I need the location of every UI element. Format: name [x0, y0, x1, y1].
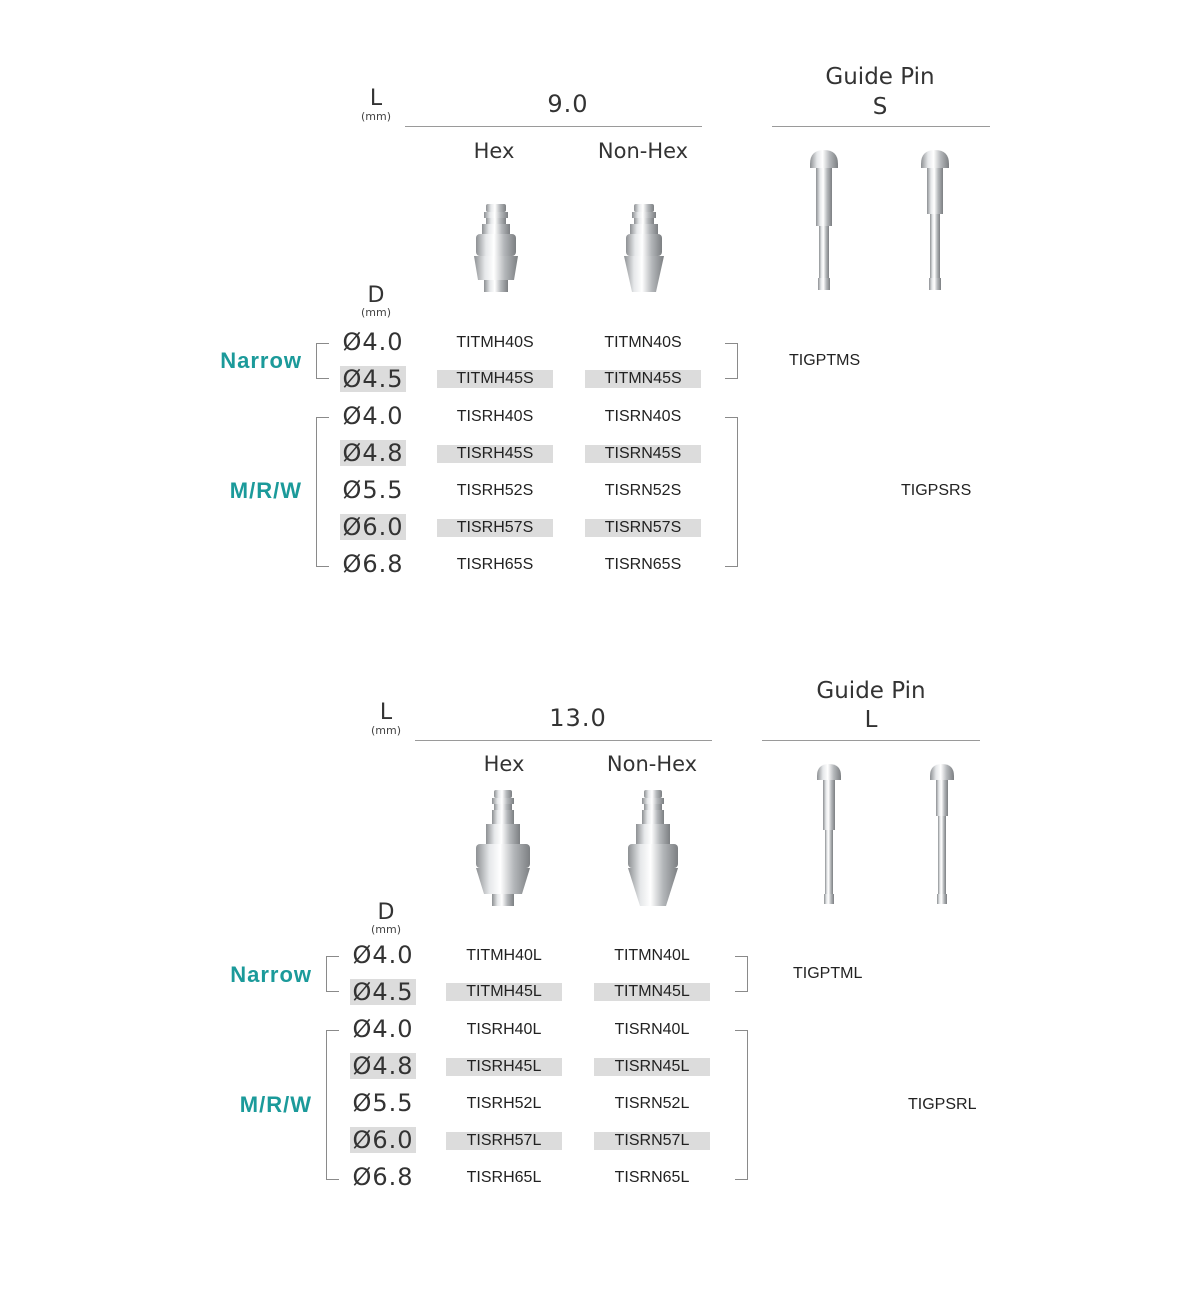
category-narrow: Narrow	[230, 962, 312, 987]
diameter-cell: Ø4.8	[340, 440, 406, 466]
nonhex-abutment-image	[624, 204, 664, 292]
mrw-bracket-left	[316, 417, 329, 567]
hex-code-cell: TISRH52L	[466, 1095, 542, 1112]
guide-pin-title: Guide Pin	[825, 64, 935, 90]
hex-code-cell: TISRH45L	[446, 1058, 562, 1076]
hex-code-cell: TISRH65S	[456, 556, 534, 573]
guide-pin-size: S	[872, 94, 888, 120]
hex-abutment-image	[474, 204, 518, 292]
nonhex-code-cell: TISRN45L	[594, 1058, 710, 1076]
nonhex-code-cell: TITMN40L	[614, 947, 690, 964]
guide-pin-code-narrow: TIGPTMS	[789, 352, 861, 369]
mrw-bracket-right	[735, 1030, 748, 1180]
diameter-label: D	[367, 283, 385, 308]
hex-abutment-image	[476, 790, 530, 906]
nonhex-code-cell: TISRN40S	[604, 408, 682, 425]
diameter-cell: Ø4.5	[350, 979, 416, 1005]
hex-code-cell: TISRH57S	[437, 519, 553, 537]
diameter-label: D	[377, 900, 395, 925]
length-rule	[405, 126, 702, 127]
guide-pin-code-narrow: TIGPTML	[793, 965, 863, 982]
guide-pin-rule	[772, 126, 990, 127]
diameter-cell: Ø4.5	[340, 366, 406, 392]
diameter-cell: Ø4.8	[350, 1053, 416, 1079]
hex-code-cell: TISRH52S	[456, 482, 534, 499]
narrow-bracket-left	[326, 956, 339, 992]
length-value: 13.0	[549, 704, 607, 732]
hex-code-cell: TISRH57L	[446, 1132, 562, 1150]
guide-pin-size: L	[864, 707, 878, 733]
diameter-unit: (mm)	[370, 923, 401, 936]
nonhex-code-cell: TISRN57L	[594, 1132, 710, 1150]
diameter-unit: (mm)	[360, 306, 391, 319]
hex-code-cell: TISRH65L	[466, 1169, 542, 1186]
nonhex-code-cell: TISRN57S	[585, 519, 701, 537]
length-unit: (mm)	[360, 110, 391, 123]
narrow-bracket-left	[316, 343, 329, 379]
nonhex-code-cell: TITMN40S	[604, 334, 682, 351]
diameter-cell: Ø4.0	[342, 402, 404, 430]
length-label: L	[379, 700, 393, 725]
nonhex-code-cell: TISRN65S	[604, 556, 682, 573]
hex-code-cell: TITMH45S	[437, 370, 553, 388]
narrow-bracket-right	[735, 956, 748, 992]
guide-pin-code-mrw: TIGPSRL	[908, 1096, 977, 1113]
guide-pin-code-mrw: TIGPSRS	[901, 482, 972, 499]
length-label: L	[369, 86, 383, 111]
hex-code-cell: TITMH40L	[466, 947, 542, 964]
nonhex-code-cell: TISRN52S	[604, 482, 682, 499]
diameter-cell: Ø6.0	[350, 1127, 416, 1153]
nonhex-code-cell: TISRN45S	[585, 445, 701, 463]
guide-pin-image-2	[930, 764, 954, 904]
col-header-nonhex: Non-Hex	[597, 139, 689, 163]
hex-code-cell: TISRH45S	[437, 445, 553, 463]
guide-pin-rule	[762, 740, 980, 741]
col-header-hex: Hex	[483, 752, 525, 776]
col-header-hex: Hex	[473, 139, 515, 163]
category-mrw: M/R/W	[239, 1092, 312, 1117]
hex-code-cell: TISRH40L	[466, 1021, 542, 1038]
category-narrow: Narrow	[220, 348, 302, 373]
mrw-bracket-left	[326, 1030, 339, 1180]
nonhex-code-cell: TISRN65L	[614, 1169, 690, 1186]
diameter-cell: Ø4.0	[352, 941, 414, 969]
hex-code-cell: TITMH40S	[456, 334, 534, 351]
diameter-cell: Ø4.0	[342, 328, 404, 356]
diameter-cell: Ø6.0	[340, 514, 406, 540]
col-header-nonhex: Non-Hex	[606, 752, 698, 776]
category-mrw: M/R/W	[229, 478, 302, 503]
nonhex-abutment-image	[628, 790, 678, 906]
guide-pin-image-1	[817, 764, 841, 904]
nonhex-code-cell: TITMN45S	[585, 370, 701, 388]
guide-pin-title: Guide Pin	[816, 678, 926, 704]
diameter-cell: Ø5.5	[342, 476, 404, 504]
mrw-bracket-right	[725, 417, 738, 567]
guide-pin-image-1	[810, 150, 838, 290]
length-value: 9.0	[547, 90, 589, 118]
narrow-bracket-right	[725, 343, 738, 379]
hex-code-cell: TISRH40S	[456, 408, 534, 425]
diameter-cell: Ø6.8	[342, 550, 404, 578]
length-rule	[415, 740, 712, 741]
hex-code-cell: TITMH45L	[446, 983, 562, 1001]
diameter-cell: Ø6.8	[352, 1163, 414, 1191]
guide-pin-image-2	[921, 150, 949, 290]
diameter-cell: Ø4.0	[352, 1015, 414, 1043]
nonhex-code-cell: TISRN52L	[614, 1095, 690, 1112]
nonhex-code-cell: TITMN45L	[594, 983, 710, 1001]
length-unit: (mm)	[370, 724, 401, 737]
nonhex-code-cell: TISRN40L	[614, 1021, 690, 1038]
diameter-cell: Ø5.5	[352, 1089, 414, 1117]
